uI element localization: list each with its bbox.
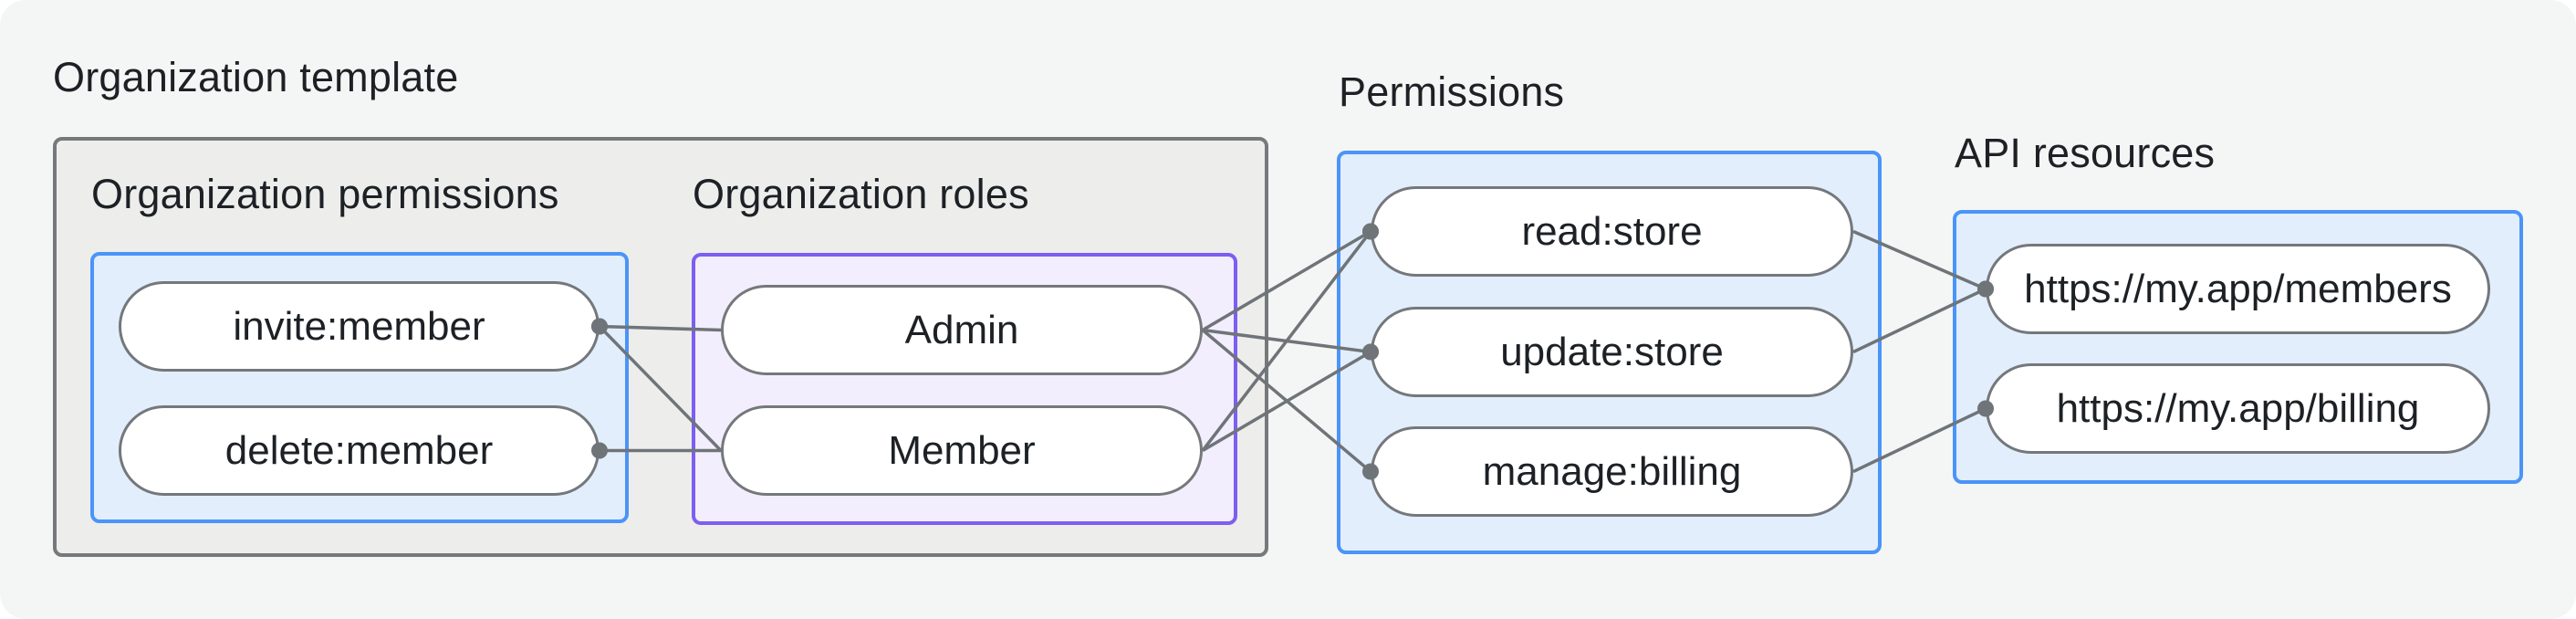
admin-role-node: Admin [721, 285, 1203, 375]
api-resources-title: API resources [1955, 130, 2216, 176]
delete-member-node: delete:member [119, 405, 600, 496]
permissions-title: Permissions [1339, 68, 1565, 115]
read-store-node: read:store [1371, 186, 1853, 277]
invite-member-node: invite:member [119, 281, 600, 372]
update-store-node: update:store [1371, 307, 1853, 397]
organization-permissions-title: Organization permissions [91, 171, 559, 217]
api-members-node: https://my.app/members [1986, 244, 2490, 334]
organization-template-title: Organization template [53, 54, 459, 100]
organization-roles-title: Organization roles [693, 171, 1029, 217]
member-role-node: Member [721, 405, 1203, 496]
manage-billing-node: manage:billing [1371, 426, 1853, 517]
api-billing-node: https://my.app/billing [1986, 363, 2490, 454]
